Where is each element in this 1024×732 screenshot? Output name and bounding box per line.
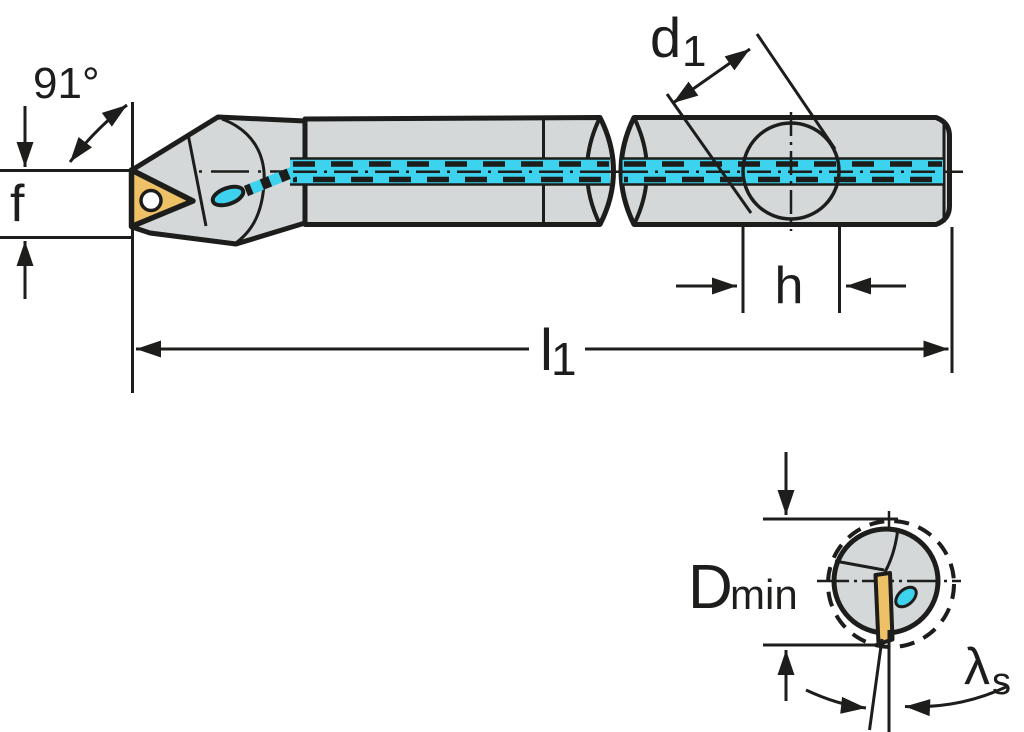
f-reference-lines — [0, 169, 131, 239]
coolant-outlet-front — [894, 585, 918, 609]
dimension-approach-angle: 91° — [33, 59, 128, 163]
d1-tangent-line-left — [665, 93, 753, 214]
insert-front-edge — [873, 571, 895, 646]
dimension-l1: l 1 — [131, 102, 954, 393]
label-dmin-base: D — [688, 553, 733, 622]
lambda-arrow-left — [805, 688, 867, 714]
cross-section-pocket-line — [834, 559, 885, 572]
label-approach-angle: 91° — [33, 59, 100, 108]
dimension-f: f — [0, 106, 131, 299]
label-l1-base: l — [540, 318, 553, 383]
min-bore-dashed-circle — [826, 519, 956, 649]
lambda-arrow-right — [904, 685, 1007, 717]
angle-double-arrow — [68, 103, 128, 163]
h-extension-lines — [741, 227, 841, 313]
dimension-annotations: 91° f d 1 h l 1 — [0, 6, 954, 393]
lambda-inclined-edge-line — [868, 638, 884, 731]
insert-screw-hole — [139, 188, 163, 213]
label-d1-base: d — [650, 6, 681, 69]
label-dmin-sub: min — [730, 571, 798, 618]
label-lambda-sub: s — [992, 661, 1011, 703]
label-lambda-base: λ — [964, 638, 990, 696]
d1-tangent-line-right — [755, 33, 837, 150]
dimension-h: h — [676, 227, 906, 315]
label-d1-sub: 1 — [682, 27, 706, 76]
insert-pocket-line — [186, 133, 208, 227]
dimension-lambda-s: λ s — [805, 638, 1011, 717]
coolant-bore-walls — [290, 157, 943, 186]
tool-side-view — [128, 33, 963, 247]
dimension-dmin: D min — [688, 452, 898, 701]
label-f: f — [10, 175, 25, 233]
label-h: h — [775, 257, 804, 315]
d1-double-arrow — [672, 47, 751, 105]
label-l1-sub: 1 — [551, 333, 577, 385]
end-view: D min λ s — [688, 452, 1011, 732]
coolant-outlet-blob — [210, 184, 246, 208]
coolant-channel — [210, 157, 943, 208]
dimension-d1: d 1 — [650, 6, 751, 105]
coolant-angled-duct-dashes — [243, 166, 296, 197]
cross-section-head-curve — [883, 527, 900, 573]
